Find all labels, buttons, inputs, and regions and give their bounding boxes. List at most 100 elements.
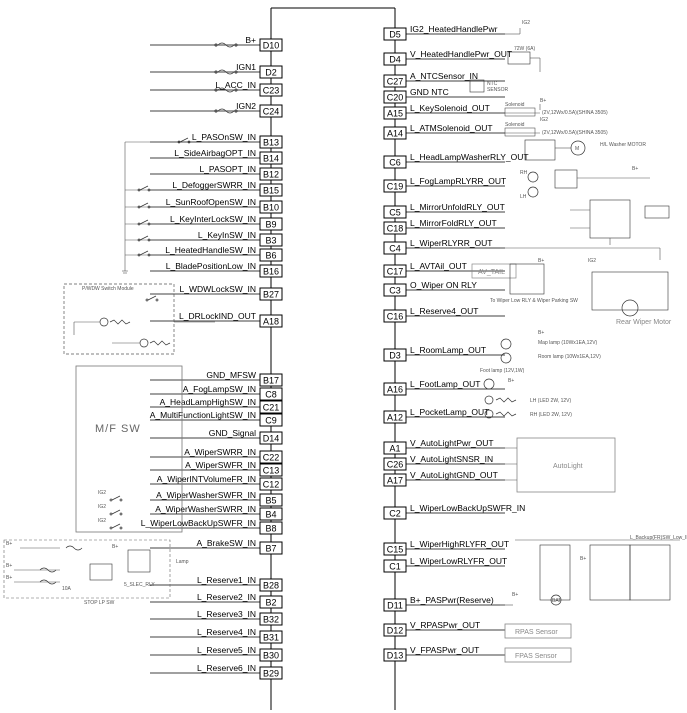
pin-code: C22 xyxy=(263,453,280,463)
pin-d14 xyxy=(259,431,283,445)
bplus-foot-label: B+ xyxy=(508,378,514,384)
pin-d2 xyxy=(259,65,283,79)
av-tail-text-label: AV_TAIL xyxy=(478,269,505,276)
washer-motor-label: H/L Washer MOTOR xyxy=(600,142,646,148)
fuse-icons xyxy=(214,42,238,114)
pin-c19 xyxy=(383,179,407,193)
pin-code: A12 xyxy=(387,413,403,423)
led-rh-label: RH (LED 2W, 12V) xyxy=(530,412,572,418)
pin-code: C9 xyxy=(265,416,277,426)
pin-code: B6 xyxy=(265,251,276,261)
pin-c26 xyxy=(383,457,407,471)
ntc-sensor-label: SENSOR xyxy=(487,87,509,93)
pin-a14 xyxy=(383,126,407,140)
signal-label: L_ACC_IN xyxy=(215,80,256,90)
pin-c22 xyxy=(259,450,283,464)
signal-label: GND_Signal xyxy=(209,428,256,438)
pin-c17 xyxy=(383,264,407,278)
pin-c13 xyxy=(259,463,283,477)
pin-a12 xyxy=(383,410,407,424)
pin-d11 xyxy=(383,598,407,612)
signal-label: L_ATMSolenoid_OUT xyxy=(410,123,493,133)
pin-b12 xyxy=(259,167,283,181)
pin-code: C20 xyxy=(387,93,404,103)
signal-label: L_AVTAil_OUT xyxy=(410,261,467,271)
autolight-label: AutoLight xyxy=(553,463,583,470)
pin-code: C16 xyxy=(387,312,404,322)
pin-code: C27 xyxy=(387,77,404,87)
pin-code: B4 xyxy=(265,510,276,520)
pin-c9 xyxy=(259,413,283,427)
signal-label: V_RPASPwr_OUT xyxy=(410,620,480,630)
stop-lamp-area: B+ B+ B+ B+ Lamp 10A 5_SLEC_RLY STOP LP … xyxy=(3,539,215,606)
signal-label: V_AutoLightSNSR_IN xyxy=(410,454,493,464)
svg-text:M: M xyxy=(575,146,579,152)
mf-sw-box: M/F SW IG2 IG2 IG2 xyxy=(75,365,183,533)
signal-label: A_BrakeSW_IN xyxy=(196,538,256,548)
pin-d4 xyxy=(383,52,407,66)
ig2-c-label: IG2 xyxy=(98,504,106,510)
signal-label: IG2_HeatedHandlePwr xyxy=(410,24,498,34)
pin-c15 xyxy=(383,542,407,556)
pin-code: B12 xyxy=(263,170,279,180)
pin-c5 xyxy=(383,205,407,219)
signal-label: L_Reserve4_IN xyxy=(197,627,256,637)
pin-b16 xyxy=(259,264,283,278)
pin-code: B14 xyxy=(263,154,279,164)
ig2-f-label: IG2 xyxy=(588,258,596,264)
pin-code: B9 xyxy=(265,220,276,230)
pin-b9 xyxy=(259,217,283,231)
signal-label: L_FogLampRLYRR_OUT xyxy=(410,176,506,186)
pin-code: A1 xyxy=(389,444,400,454)
pin-d3 xyxy=(383,348,407,362)
pin-code: C13 xyxy=(263,466,280,476)
signal-label: L_WDWLockSW_IN xyxy=(179,284,256,294)
pin-a18 xyxy=(259,314,283,328)
rr-wiper-relay-label: To Wiper Low RLY & Wiper Parking SW xyxy=(490,298,578,304)
pin-code: A14 xyxy=(387,129,403,139)
pin-code: C6 xyxy=(389,158,401,168)
pin-code: B27 xyxy=(263,290,279,300)
bplus-f-label: B+ xyxy=(632,166,638,172)
pin-b14 xyxy=(259,151,283,165)
signal-label: L_PASOPT_IN xyxy=(199,164,256,174)
pin-code: D5 xyxy=(389,30,401,40)
pin-c24 xyxy=(259,104,283,118)
ig2-b-label: IG2 xyxy=(98,490,106,496)
pin-code: C5 xyxy=(389,208,401,218)
bplus-e-label: B+ xyxy=(540,98,546,104)
signal-label: A_WiperWasherSWRR_IN xyxy=(155,504,256,514)
pas-power: B+ xyxy=(500,592,518,606)
signal-label: GND_MFSW xyxy=(206,370,256,380)
signal-label: L_DRLockIND_OUT xyxy=(179,311,256,321)
pin-b5 xyxy=(259,493,283,507)
pin-code: C17 xyxy=(387,267,404,277)
signal-label: IGN2 xyxy=(236,101,256,111)
pin-code: C8 xyxy=(265,390,277,400)
pin-c1 xyxy=(383,559,407,573)
signal-label: V_AutoLightPwr_OUT xyxy=(410,438,494,448)
signal-label: L_Reserve2_IN xyxy=(197,592,256,602)
left-pin-group: D10B+D2IGN1C23L_ACC_INC24IGN2B13L_PASOnS… xyxy=(141,35,283,680)
signal-label: V_AutoLightGND_OUT xyxy=(410,470,498,480)
pin-a17 xyxy=(383,473,407,487)
signal-label: L_Reserve1_IN xyxy=(197,575,256,585)
pin-c2 xyxy=(383,506,407,520)
pin-code: B13 xyxy=(263,138,279,148)
pin-c4 xyxy=(383,241,407,255)
pin-code: C21 xyxy=(263,403,280,413)
pin-b27 xyxy=(259,287,283,301)
pin-code: C3 xyxy=(389,286,401,296)
pin-c8 xyxy=(259,387,283,401)
pin-code: B28 xyxy=(263,581,279,591)
signal-label: A_WiperINTVolumeFR_IN xyxy=(157,474,256,484)
pin-code: A16 xyxy=(387,385,403,395)
pin-code: C26 xyxy=(387,460,404,470)
key-sol-spec-label: (2V,12Wx/0.5A)(SHINA 3505) xyxy=(542,110,608,116)
pin-b7 xyxy=(259,541,283,555)
headlamp-washer: M H/L Washer MOTOR xyxy=(524,139,646,161)
rear-wiper-text-label: Rear Wiper Motor xyxy=(616,319,672,326)
room-lamp-a-label: Map lamp (10Wx1EA,12V) xyxy=(538,340,598,346)
pin-a15 xyxy=(383,106,407,120)
pin-code: A15 xyxy=(387,109,403,119)
